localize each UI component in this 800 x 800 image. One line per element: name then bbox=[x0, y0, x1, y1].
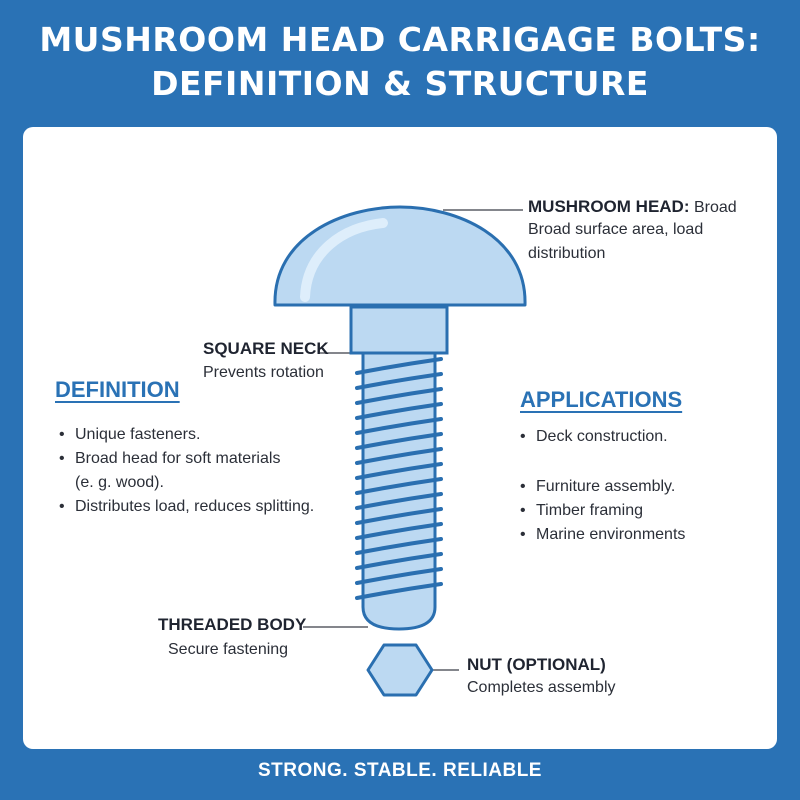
thread-line bbox=[355, 402, 443, 420]
nut-label: NUT (OPTIONAL) bbox=[467, 655, 606, 674]
applications-item: Deck construction. bbox=[520, 425, 685, 449]
applications-item-text: Marine environments bbox=[536, 526, 686, 543]
applications-item-text: Furniture assembly. bbox=[536, 478, 676, 495]
applications-heading: APPLICATIONS bbox=[520, 387, 683, 412]
definition-item: Unique fasteners. bbox=[59, 423, 314, 447]
page-title: MUSHROOM HEAD CARRIGAGE BOLTS: DEFINITIO… bbox=[0, 18, 800, 106]
bolt-diagram bbox=[273, 205, 527, 697]
definition-list: Unique fasteners. Broad head for soft ma… bbox=[59, 423, 314, 519]
thread-line bbox=[355, 372, 443, 390]
head-highlight bbox=[300, 218, 388, 302]
applications-item-text: Timber framing bbox=[536, 502, 643, 519]
thread-line bbox=[355, 492, 443, 510]
nut-shape bbox=[366, 643, 434, 697]
mushroom-head-desc-2: distribution bbox=[528, 245, 606, 262]
definition-item-text: Broad head for soft materials bbox=[75, 450, 281, 467]
thread-line bbox=[355, 582, 443, 600]
thread-line bbox=[355, 447, 443, 465]
mushroom-head-label-text: MUSHROOM HEAD: bbox=[528, 197, 690, 216]
definition-item-text: Distributes load, reduces splitting. bbox=[75, 498, 315, 515]
applications-item: Timber framing bbox=[520, 499, 685, 523]
thread-line bbox=[355, 477, 443, 495]
mushroom-head-desc-1: Broad surface area, load bbox=[528, 221, 704, 238]
thread-line bbox=[355, 387, 443, 405]
square-neck-shape bbox=[349, 305, 449, 355]
mushroom-head-label-suffix: Broad bbox=[689, 199, 737, 216]
thread-line bbox=[355, 537, 443, 555]
mushroom-head-shape bbox=[273, 205, 527, 307]
thread-line bbox=[355, 552, 443, 570]
thread-line bbox=[355, 357, 443, 375]
thread-line bbox=[355, 462, 443, 480]
definition-item-continuation: (e. g. wood). bbox=[75, 474, 164, 491]
thread-line bbox=[355, 507, 443, 525]
definition-item: Distributes load, reduces splitting. bbox=[59, 495, 314, 519]
title-line-2: DEFINITION & STRUCTURE bbox=[151, 64, 649, 103]
applications-item: Furniture assembly. bbox=[520, 475, 685, 499]
square-neck-desc: Prevents rotation bbox=[203, 364, 324, 381]
thread-line bbox=[355, 567, 443, 585]
thread-line bbox=[355, 432, 443, 450]
applications-item-text: Deck construction. bbox=[536, 428, 668, 445]
nut-desc: Completes assembly bbox=[467, 679, 616, 696]
square-neck-label: SQUARE NECK bbox=[203, 339, 329, 358]
thread-line bbox=[355, 522, 443, 540]
thread-line bbox=[355, 417, 443, 435]
title-line-1: MUSHROOM HEAD CARRIGAGE BOLTS: bbox=[39, 20, 761, 59]
threaded-body-label: THREADED BODY bbox=[158, 615, 307, 634]
definition-item-text: Unique fasteners. bbox=[75, 426, 201, 443]
definition-item: Broad head for soft materials (e. g. wood… bbox=[59, 447, 314, 495]
applications-list: Deck construction. Furniture assembly. T… bbox=[520, 425, 685, 547]
content-panel: MUSHROOM HEAD: Broad Broad surface area,… bbox=[23, 127, 777, 749]
thread-lines bbox=[355, 357, 443, 600]
footer-tagline: STRONG. STABLE. RELIABLE bbox=[258, 760, 542, 781]
applications-item: Marine environments bbox=[520, 523, 685, 547]
mushroom-head-label: MUSHROOM HEAD: Broad bbox=[528, 197, 737, 217]
definition-heading: DEFINITION bbox=[55, 377, 180, 402]
threaded-body-desc: Secure fastening bbox=[168, 641, 289, 658]
